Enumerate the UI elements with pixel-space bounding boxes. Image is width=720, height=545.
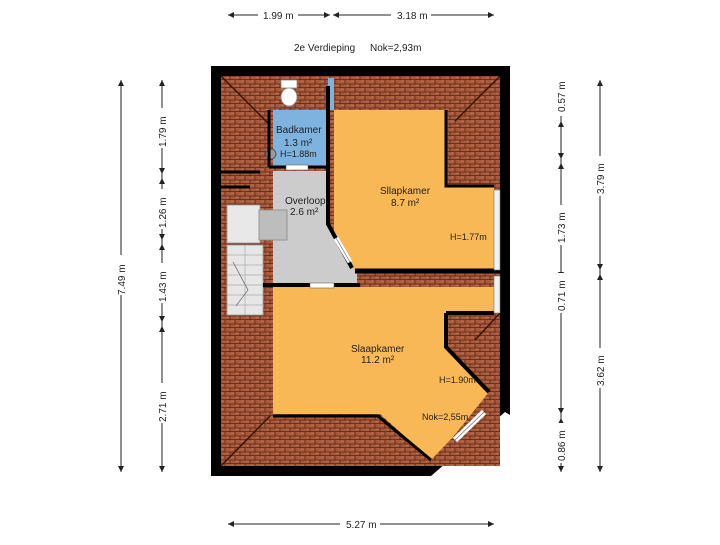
bedroom-1-height: H=1.77m	[450, 232, 487, 242]
dim-right-inner-2: 1.73 m	[557, 212, 568, 243]
right-outer-dimensions: 3.79 m 3.62 m	[593, 80, 607, 472]
bedroom-1	[334, 110, 494, 271]
dim-right-inner-3: 0.71 m	[557, 280, 568, 311]
toilet-icon	[280, 79, 298, 107]
dim-left-4: 2.71 m	[158, 391, 169, 422]
bedroom-2-height: H=1.90m	[439, 375, 476, 385]
dim-top-left: 1.99 m	[263, 11, 294, 22]
bedroom-2-ridge: Nok=2,55m	[422, 412, 468, 422]
stairs	[226, 204, 288, 316]
bedroom-2	[273, 287, 494, 460]
left-dimensions: 7.49 m 1.79 m 1.26 m 1.43 m 2.71 m	[114, 80, 169, 472]
bedroom-1-name: Sllapkamer	[380, 186, 431, 197]
landing-name: Overloop	[285, 196, 326, 207]
dim-left-total: 7.49 m	[117, 264, 128, 295]
dim-right-outer-1: 3.79 m	[596, 163, 607, 194]
doors	[285, 164, 501, 443]
dim-left-2: 1.26 m	[158, 197, 169, 228]
bathroom-name: Badkamer	[276, 125, 322, 136]
dim-left-3: 1.43 m	[158, 271, 169, 302]
floor-label: 2e Verdieping	[294, 43, 355, 54]
landing-area: 2.6 m²	[290, 207, 319, 218]
bedroom-2-area: 11.2 m²	[361, 355, 395, 366]
dim-right-outer-2: 3.62 m	[596, 355, 607, 386]
right-inner-dimensions: 0.57 m 1.73 m 0.71 m 0.86 m	[554, 80, 568, 472]
dim-bottom: 5.27 m	[346, 520, 377, 531]
top-dimensions: 1.99 m 3.18 m	[228, 8, 494, 22]
bathroom-area: 1.3 m²	[284, 138, 313, 149]
bedroom-2-name: Slaapkamer	[351, 344, 405, 355]
bottom-dimension: 5.27 m	[228, 517, 494, 531]
dim-left-1: 1.79 m	[158, 116, 169, 147]
ridge-height-label: Nok=2,93m	[370, 43, 421, 54]
dim-top-right: 3.18 m	[397, 11, 428, 22]
bedroom-1-area: 8.7 m²	[391, 198, 420, 209]
landing	[273, 171, 357, 283]
bathroom	[273, 110, 328, 167]
shaft	[328, 78, 334, 110]
bathroom-height: H=1.88m	[280, 149, 317, 159]
dim-right-inner-1: 0.57 m	[557, 81, 568, 112]
dim-right-inner-4: 0.86 m	[557, 430, 568, 461]
